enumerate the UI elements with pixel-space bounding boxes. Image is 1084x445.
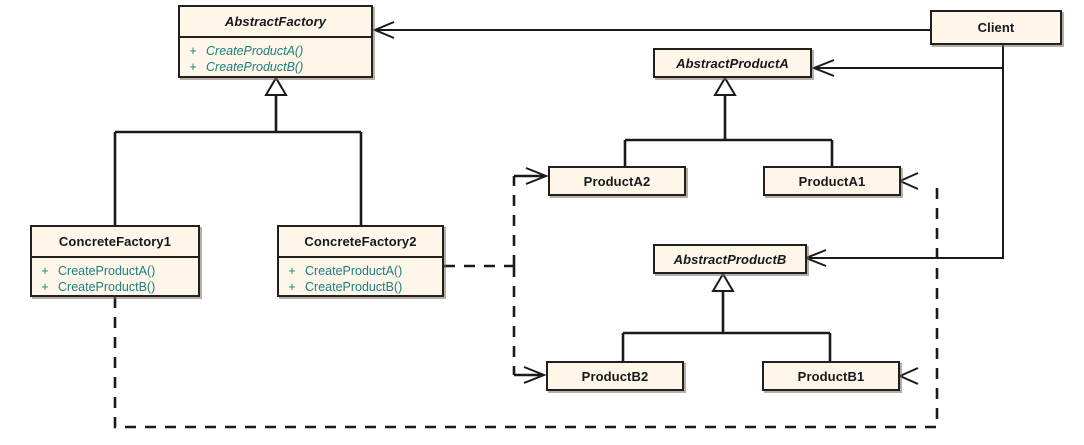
operation-signature: CreateProductA() (305, 264, 403, 278)
class-box-abstractproducta[interactable]: AbstractProductA (653, 48, 812, 78)
operation-row: + CreateProductA() (180, 43, 371, 59)
generalization-product-a (623, 76, 834, 166)
operation-visibility: + (41, 264, 49, 278)
class-box-producta1[interactable]: ProductA1 (763, 166, 901, 196)
operation-signature: CreateProductA() (206, 44, 304, 58)
generalization-arrowhead-abstractproductb (711, 272, 735, 292)
class-box-productb1[interactable]: ProductB1 (762, 361, 900, 391)
class-title-abstractproductb: AbstractProductB (673, 252, 787, 267)
class-box-concretefactory2[interactable]: ConcreteFactory2 + CreateProductA() + Cr… (277, 225, 444, 297)
class-title-client: Client (977, 20, 1015, 35)
operation-visibility: + (189, 60, 197, 74)
operation-row: + CreateProductB() (279, 279, 442, 295)
operation-visibility: + (288, 280, 296, 294)
class-operations-abstractfactory: + CreateProductA() + CreateProductB() (180, 36, 371, 80)
dependency-arrowhead-productb1 (897, 367, 919, 385)
class-title-concretefactory2: ConcreteFactory2 (304, 234, 417, 249)
operation-signature: CreateProductB() (305, 280, 403, 294)
generalization-arrowhead-abstractfactory (264, 76, 288, 96)
dependency-concretefactory2 (444, 167, 549, 384)
class-title-abstractproducta: AbstractProductA (676, 56, 789, 71)
operation-signature: CreateProductA() (58, 264, 156, 278)
class-title-producta2: ProductA2 (583, 174, 651, 189)
association-arrowhead-abstractproductb (803, 249, 827, 267)
class-box-concretefactory1[interactable]: ConcreteFactory1 + CreateProductA() + Cr… (30, 225, 200, 297)
class-title-abstractfactory: AbstractFactory (224, 14, 327, 29)
class-title-producta1: ProductA1 (798, 174, 866, 189)
operation-row: + CreateProductA() (279, 263, 442, 279)
operation-visibility: + (288, 264, 296, 278)
generalization-product-b (621, 272, 832, 361)
association-client-abstractfactory (372, 21, 930, 39)
class-title-productb1: ProductB1 (797, 369, 865, 384)
generalization-arrowhead-abstractproducta (713, 76, 737, 96)
operation-visibility: + (41, 280, 49, 294)
dependency-arrowhead-productb2 (523, 366, 547, 384)
class-box-producta2[interactable]: ProductA2 (548, 166, 686, 196)
class-title-concretefactory1: ConcreteFactory1 (58, 234, 172, 249)
association-line-client-abstractproductb (807, 45, 1004, 259)
association-client-abstractproductb (803, 45, 1004, 267)
dependency-arrowhead-producta2 (525, 167, 549, 185)
dependency-arrowhead-producta1 (897, 172, 919, 190)
association-line-client-abstractproducta (815, 45, 1004, 69)
operation-row: + CreateProductA() (32, 263, 198, 279)
class-box-abstractproductb[interactable]: AbstractProductB (653, 244, 807, 274)
class-operations-concretefactory1: + CreateProductA() + CreateProductB() (32, 256, 198, 300)
association-arrowhead-abstractfactory (372, 21, 395, 39)
class-box-productb2[interactable]: ProductB2 (546, 361, 684, 391)
association-arrowhead-abstractproducta (811, 59, 835, 77)
operation-row: + CreateProductB() (180, 59, 371, 75)
operation-row: + CreateProductB() (32, 279, 198, 295)
association-client-abstractproducta (811, 45, 1004, 77)
class-box-abstractfactory[interactable]: AbstractFactory + CreateProductA() + Cre… (178, 5, 373, 78)
class-title-productb2: ProductB2 (581, 369, 649, 384)
operation-signature: CreateProductB() (58, 280, 156, 294)
class-box-client[interactable]: Client (930, 10, 1062, 45)
class-operations-concretefactory2: + CreateProductA() + CreateProductB() (279, 256, 442, 300)
operation-signature: CreateProductB() (206, 60, 304, 74)
generalization-factories (113, 76, 363, 225)
operation-visibility: + (189, 44, 197, 58)
